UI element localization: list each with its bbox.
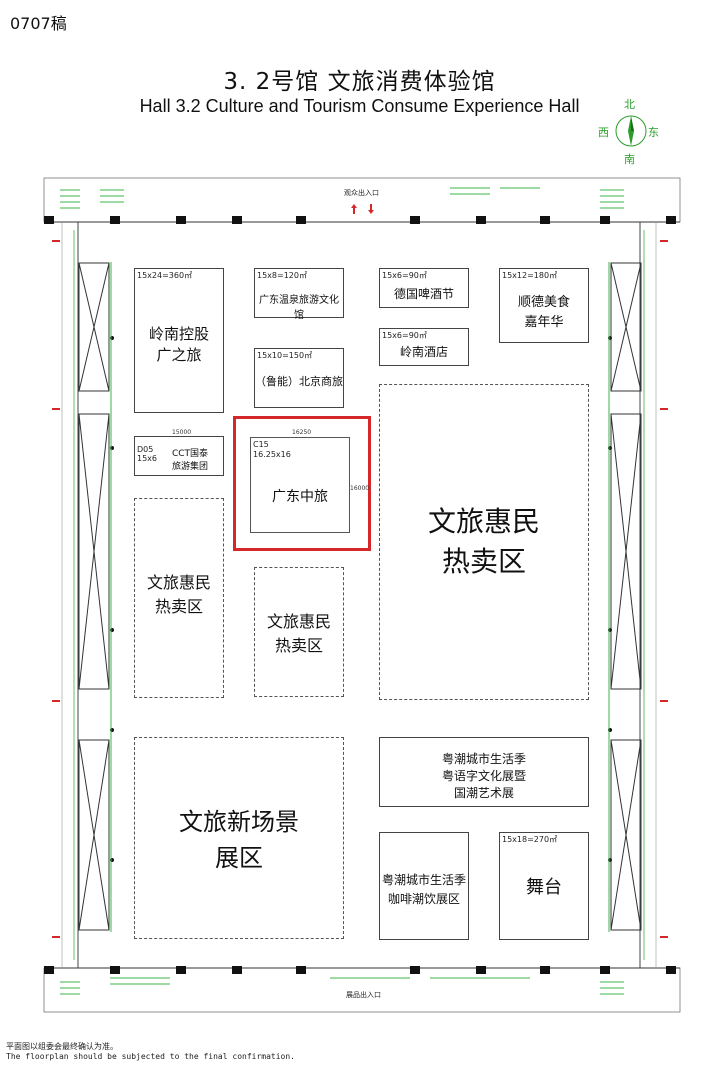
dimension-right: 16000 <box>350 485 370 492</box>
booth-name: 广东温泉旅游文化馆 <box>259 295 339 321</box>
page-title-en: Hall 3.2 Culture and Tourism Consume Exp… <box>139 96 580 116</box>
booth-shunde-food[interactable]: 15x12=180㎡ 顺德美食 嘉年华 <box>499 268 589 343</box>
compass-west: 西 <box>598 126 609 139</box>
cct-dimension: 15000 <box>172 429 192 436</box>
compass-south: 南 <box>624 153 635 166</box>
zone-name: 文旅惠民 <box>146 573 211 592</box>
booth-gd-china-travel: C15 16.25x16 广东中旅 <box>250 437 350 533</box>
booth-name: 德国啤酒节 <box>393 287 454 301</box>
booth-lingnan-hotel[interactable]: 15x6=90㎡ 岭南酒店 <box>379 328 469 366</box>
booth-name: 国潮艺术展 <box>453 786 514 800</box>
left-escalators <box>78 262 112 932</box>
booth-name: 顺德美食 <box>517 295 570 310</box>
page-title-cn: 3. 2号馆 文旅消费体验馆 <box>223 69 496 95</box>
booth-name: 广之旅 <box>156 346 202 364</box>
booth-size: 15x6 <box>137 454 158 463</box>
zone-hot-sale-left[interactable]: 文旅惠民 热卖区 <box>134 498 224 698</box>
booth-guangdong-hotspring[interactable]: 15x8=120㎡ 广东温泉旅游文化馆 <box>254 268 344 321</box>
booth-yuechao-life[interactable]: 粤潮城市生活季 粤语字文化展暨 国潮艺术展 <box>379 737 589 807</box>
dimension-top: 16250 <box>292 429 312 436</box>
booth-size: 15x6=90㎡ <box>382 271 427 280</box>
booth-yuechao-coffee[interactable]: 粤潮城市生活季 咖啡潮饮展区 <box>379 832 469 940</box>
booth-name: （鲁能）北京商旅 <box>255 375 343 388</box>
zone-name: 热卖区 <box>441 545 526 578</box>
zone-name: 文旅惠民 <box>266 612 331 631</box>
booth-name: 岭南酒店 <box>399 345 448 359</box>
booth-cct[interactable]: D05 15x6 CCT国泰 旅游集团 <box>134 436 224 476</box>
booth-name: 舞台 <box>526 877 562 898</box>
zone-hot-sale-mid[interactable]: 文旅惠民 热卖区 <box>254 567 344 697</box>
booth-code: D05 <box>137 445 154 454</box>
zone-name: 文旅惠民 <box>427 505 540 538</box>
booth-name: 嘉年华 <box>524 315 564 330</box>
booth-size: 15x6=90㎡ <box>382 331 427 340</box>
booth-name: 旅游集团 <box>171 462 208 472</box>
booth-name: 粤潮城市生活季 <box>381 873 466 887</box>
zone-new-scene[interactable]: 文旅新场景 展区 <box>134 737 344 939</box>
booth-lingnan-holding[interactable]: 15x24=360㎡ 岭南控股 广之旅 <box>134 268 224 413</box>
booth-name: 粤语字文化展暨 <box>441 769 526 783</box>
compass-north: 北 <box>624 98 635 111</box>
booth-size: 16.25x16 <box>253 450 291 459</box>
booth-name: 岭南控股 <box>148 325 209 343</box>
booth-size: 15x12=180㎡ <box>502 271 558 280</box>
zone-name: 展区 <box>215 844 263 872</box>
booth-name: CCT国泰 <box>171 449 209 459</box>
compass-east: 东 <box>648 126 659 139</box>
booth-gd-china-travel-highlight[interactable]: C15 16.25x16 广东中旅 16250 16000 <box>233 416 371 551</box>
booth-size: 15x24=360㎡ <box>137 271 193 280</box>
booth-size: 15x8=120㎡ <box>257 271 307 280</box>
booth-stage[interactable]: 15x18=270㎡ 舞台 <box>499 832 589 940</box>
booth-size: 15x18=270㎡ <box>502 835 558 844</box>
draft-version: 0707稿 <box>10 14 67 33</box>
footer-note-cn: 平面图以组委会最终确认为准。 <box>6 1042 118 1051</box>
booth-name: 粤潮城市生活季 <box>441 752 526 766</box>
booth-name: 广东中旅 <box>272 489 328 505</box>
zone-name: 热卖区 <box>274 636 323 655</box>
zone-hot-sale-big[interactable]: 文旅惠民 热卖区 <box>379 384 589 700</box>
hall-structure <box>43 177 681 1013</box>
booth-size: 15x10=150㎡ <box>257 351 313 360</box>
booth-beijing-travel[interactable]: 15x10=150㎡ （鲁能）北京商旅 <box>254 348 344 408</box>
compass: 北 西 东 南 <box>598 96 660 166</box>
top-entrance-label: 观众出入口 <box>344 189 379 197</box>
compass-needle-icon <box>615 115 647 147</box>
zone-name: 热卖区 <box>154 597 203 616</box>
booth-german-beer[interactable]: 15x6=90㎡ 德国啤酒节 <box>379 268 469 308</box>
footer-note-en: The floorplan should be subjected to the… <box>6 1052 295 1061</box>
booth-name: 咖啡潮饮展区 <box>387 892 460 906</box>
right-escalators <box>608 262 642 932</box>
zone-name: 文旅新场景 <box>179 808 299 836</box>
booth-code: C15 <box>253 440 269 449</box>
bottom-entrance-label: 展品出入口 <box>346 991 381 999</box>
